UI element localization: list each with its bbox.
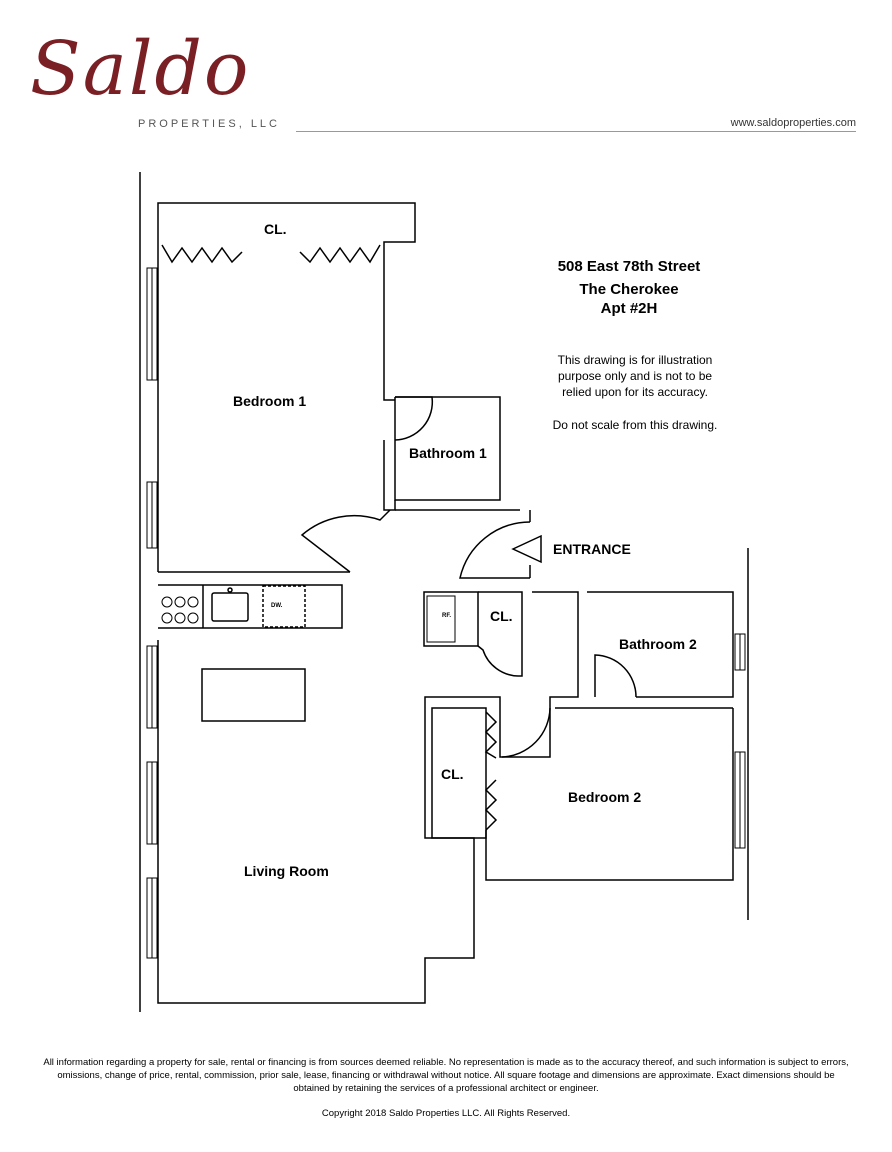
windows-left [146,267,158,959]
refrigerator-label: RF. [442,613,451,619]
dishwasher-label: DW. [271,603,283,609]
bathroom1-door [394,396,434,441]
stove-burners [161,596,199,624]
dishwasher [262,585,306,628]
kitchen-sink [211,592,249,622]
closet-door-left [161,244,243,264]
entrance-arrow [511,534,542,564]
hall-closet-label: CL. [490,608,513,624]
saldo-logo: Saldo PROPERTIES, LLC [30,26,330,136]
disclaimer-line-2: purpose only and is not to be [557,369,713,383]
website-link[interactable]: www.saldoproperties.com [730,117,856,129]
bed2-closet-label: CL. [441,766,464,782]
entrance-label: ENTRANCE [553,541,631,557]
disclaimer-line-1: This drawing is for illustration [557,353,713,367]
legal-disclaimer: All information regarding a property for… [43,1057,849,1094]
refrigerator [426,595,456,643]
bathroom2-label: Bathroom 2 [619,636,697,652]
disclaimer-line-4: Do not scale from this drawing. [552,418,718,432]
closet-door-right [299,244,381,264]
closet-top-label: CL. [264,221,287,237]
unit-number: Apt #2H [600,300,658,317]
bedroom2-label: Bedroom 2 [568,789,642,805]
copyright-notice: Copyright 2018 Saldo Properties LLC. All… [321,1108,571,1119]
header-divider [296,131,856,132]
bathroom2-door [594,654,637,698]
bed2-closet-walls [431,707,487,839]
bedroom1-door [300,509,391,573]
bathroom1-label: Bathroom 1 [409,445,487,461]
living-room-walls [157,591,579,1004]
kitchen-counter [158,584,343,629]
living-room-label: Living Room [244,863,329,879]
bedroom1-side-wall [383,440,396,511]
bedroom1-walls [157,202,416,572]
bedroom2-walls [485,708,734,881]
bathroom1-walls [394,396,501,501]
bedroom1-label: Bedroom 1 [233,393,307,409]
windows-right [734,633,746,849]
hall-closet-walls [423,591,479,647]
building-name: The Cherokee [579,281,679,298]
hall-closet [477,591,523,677]
disclaimer-line-3: relied upon for its accuracy. [562,385,708,399]
logo-script-text: Saldo [30,26,251,112]
bed2-closet-door-top [484,711,498,759]
bed2-closet-door-bottom [484,779,498,831]
logo-subtitle: PROPERTIES, LLC [138,118,280,130]
kitchen-island [201,668,306,722]
bedroom2-door [501,707,551,758]
property-address: 508 East 78th Street [557,258,701,275]
bathroom2-walls [587,591,734,698]
entrance-door [459,521,531,579]
